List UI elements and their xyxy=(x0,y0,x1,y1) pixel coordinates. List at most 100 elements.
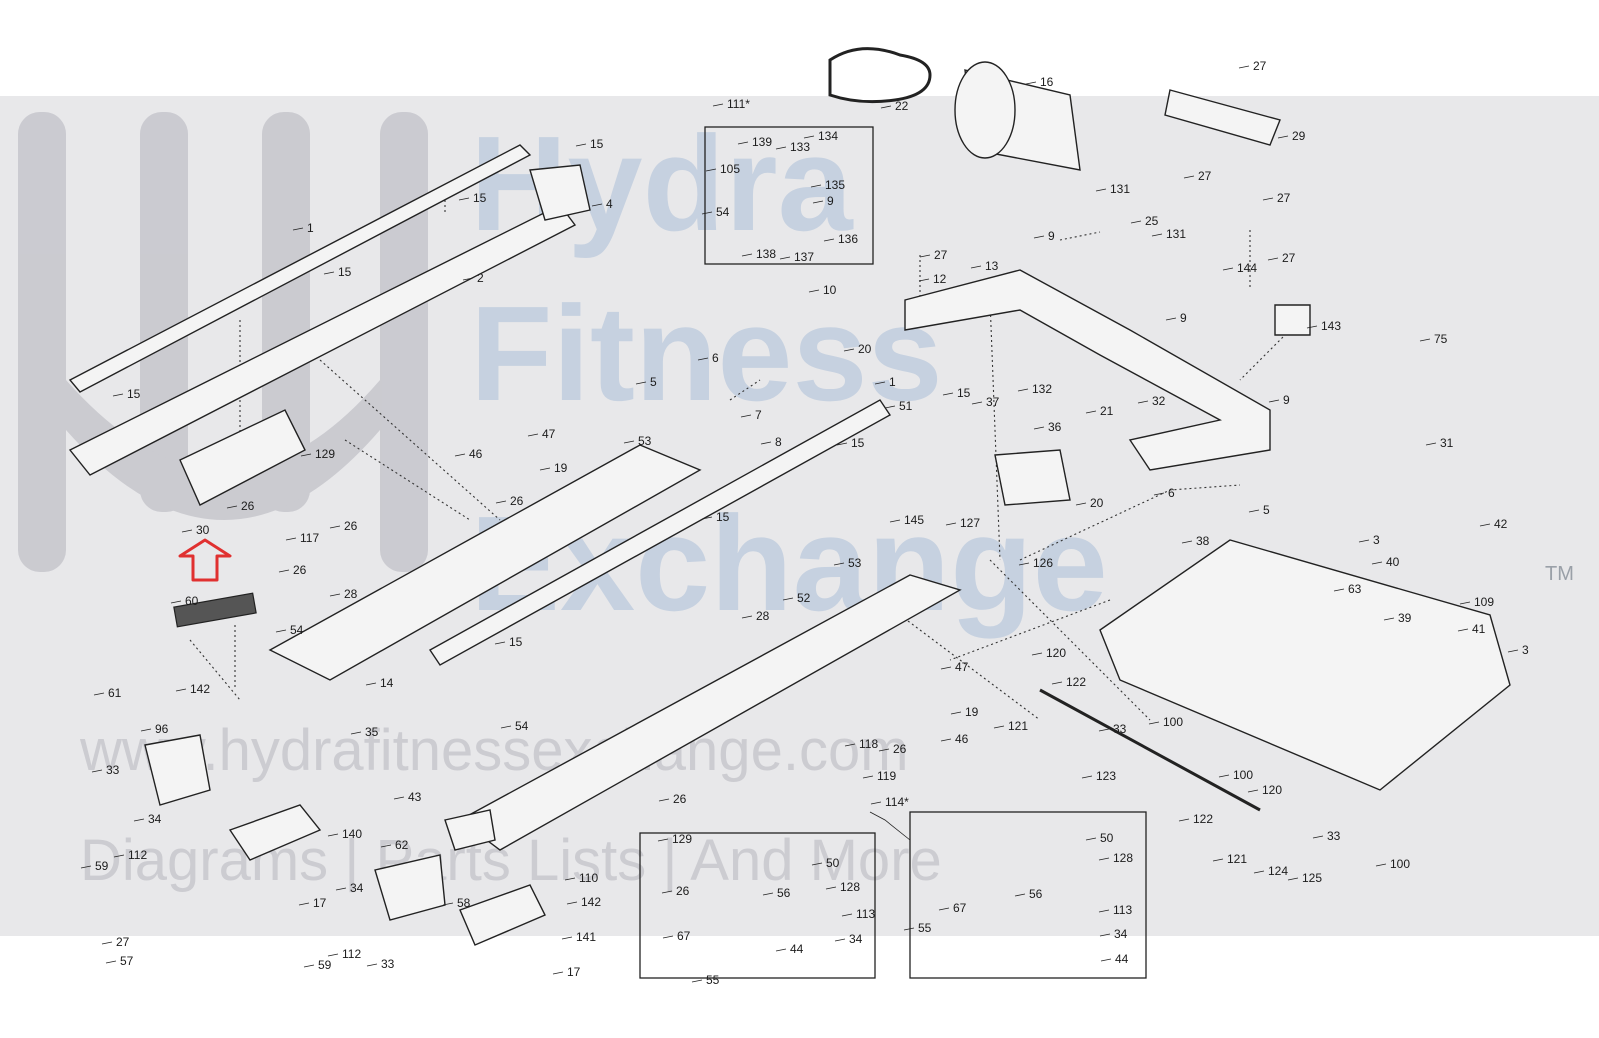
callout-c27a: 27 xyxy=(1253,59,1267,73)
callout-c21: 21 xyxy=(1100,404,1114,418)
leader-c42 xyxy=(1479,523,1491,527)
callout-c38: 38 xyxy=(1196,534,1210,548)
leader-c133 xyxy=(775,146,787,150)
callout-c105: 105 xyxy=(720,162,740,176)
callout-c110: 110 xyxy=(579,871,598,885)
leader-c26a xyxy=(495,500,507,504)
leader-c1b xyxy=(874,381,886,385)
leader-c142b xyxy=(566,901,578,905)
leader-c137 xyxy=(779,256,791,260)
leader-c113b xyxy=(841,913,853,917)
leader-c52 xyxy=(782,597,794,601)
callout-c1b: 1 xyxy=(889,375,896,389)
callout-c7: 7 xyxy=(755,408,762,422)
callout-c27d: 27 xyxy=(934,248,948,262)
callout-c8: 8 xyxy=(775,435,782,449)
leader-c33c xyxy=(1312,835,1324,839)
leader-c59a xyxy=(80,865,92,869)
callout-c10: 10 xyxy=(823,283,837,297)
callout-c52: 52 xyxy=(797,591,811,605)
leader-c100a xyxy=(1148,721,1160,725)
leader-c129a xyxy=(300,453,312,457)
callout-c100a: 100 xyxy=(1163,715,1183,729)
leader-c143 xyxy=(1306,325,1318,329)
callout-c14: 14 xyxy=(380,676,394,690)
highlight-arrow xyxy=(178,538,232,582)
callout-c28a: 28 xyxy=(344,587,358,601)
callout-c29: 29 xyxy=(1292,129,1306,143)
leader-c145 xyxy=(889,519,901,523)
callout-c56b: 56 xyxy=(1029,887,1043,901)
leader-c7 xyxy=(740,414,752,418)
callout-c128a: 128 xyxy=(1113,851,1133,865)
callout-c26e: 26 xyxy=(893,742,907,756)
leader-c120b xyxy=(1247,789,1259,793)
leader-c141 xyxy=(561,936,573,940)
leader-c21 xyxy=(1085,410,1097,414)
leader-c15g xyxy=(701,516,713,520)
callout-c41: 41 xyxy=(1472,622,1486,636)
leader-c121a xyxy=(993,725,1005,729)
leader-c14 xyxy=(365,682,377,686)
part-base-pan xyxy=(1099,539,1511,791)
callout-c27c: 27 xyxy=(1277,191,1291,205)
callout-c133: 133 xyxy=(790,140,810,154)
leader-c27f xyxy=(101,941,113,945)
leader-c51 xyxy=(884,405,896,409)
leader-c110 xyxy=(564,877,576,881)
callout-c118: 118 xyxy=(859,737,878,751)
leader-c3a xyxy=(1358,539,1370,543)
leader-c139 xyxy=(737,141,749,145)
leader-c28b xyxy=(741,615,753,619)
callout-c140: 140 xyxy=(342,827,362,841)
leader-c34a xyxy=(133,818,145,822)
callout-c27b: 27 xyxy=(1198,169,1212,183)
callout-c1a: 1 xyxy=(307,221,314,235)
callout-c58: 58 xyxy=(457,896,471,910)
callout-c9d: 9 xyxy=(1283,393,1290,407)
leader-c111 xyxy=(712,103,724,107)
leader-c67a xyxy=(662,935,674,939)
callout-c55b: 55 xyxy=(706,973,720,987)
leader-c15c xyxy=(323,271,335,275)
callout-c120b: 120 xyxy=(1262,783,1282,797)
leader-c125 xyxy=(1287,877,1299,881)
leader-c26b xyxy=(226,505,238,509)
callout-c26g: 26 xyxy=(676,884,690,898)
callout-c143: 143 xyxy=(1321,319,1341,333)
callout-c6a: 6 xyxy=(712,351,719,365)
callout-c100b: 100 xyxy=(1233,768,1253,782)
leader-c47b xyxy=(940,666,952,670)
leader-c142a xyxy=(175,688,187,692)
callout-c44a: 44 xyxy=(790,942,804,956)
part-axle xyxy=(1039,688,1261,812)
leader-c1a xyxy=(292,227,304,231)
callout-c96: 96 xyxy=(155,722,169,736)
leader-c15b xyxy=(458,197,470,201)
leader-c17b xyxy=(552,971,564,975)
callout-c12: 12 xyxy=(933,272,947,286)
leader-c20a xyxy=(843,348,855,352)
leader-c59b xyxy=(303,964,315,968)
part-front-foot xyxy=(459,884,546,946)
leader-c9a xyxy=(812,200,824,204)
callout-c55a: 55 xyxy=(918,921,932,935)
leader-c57 xyxy=(105,960,117,964)
callout-c122b: 122 xyxy=(1193,812,1213,826)
leader-c135 xyxy=(810,184,822,188)
leader-c127 xyxy=(945,522,957,526)
callout-c30: 30 xyxy=(196,523,210,537)
callout-c132: 132 xyxy=(1032,382,1052,396)
callout-c46b: 46 xyxy=(955,732,969,746)
callout-c141: 141 xyxy=(576,930,596,944)
leader-c118 xyxy=(844,743,856,747)
leader-c56a xyxy=(762,892,774,896)
leader-c58 xyxy=(442,902,454,906)
leader-c15e xyxy=(112,393,124,397)
callout-c26b: 26 xyxy=(241,499,255,513)
callout-c26d: 26 xyxy=(293,563,307,577)
leader-c32 xyxy=(1137,400,1149,404)
callout-c37: 37 xyxy=(986,395,1000,409)
callout-c60: 60 xyxy=(185,594,199,608)
